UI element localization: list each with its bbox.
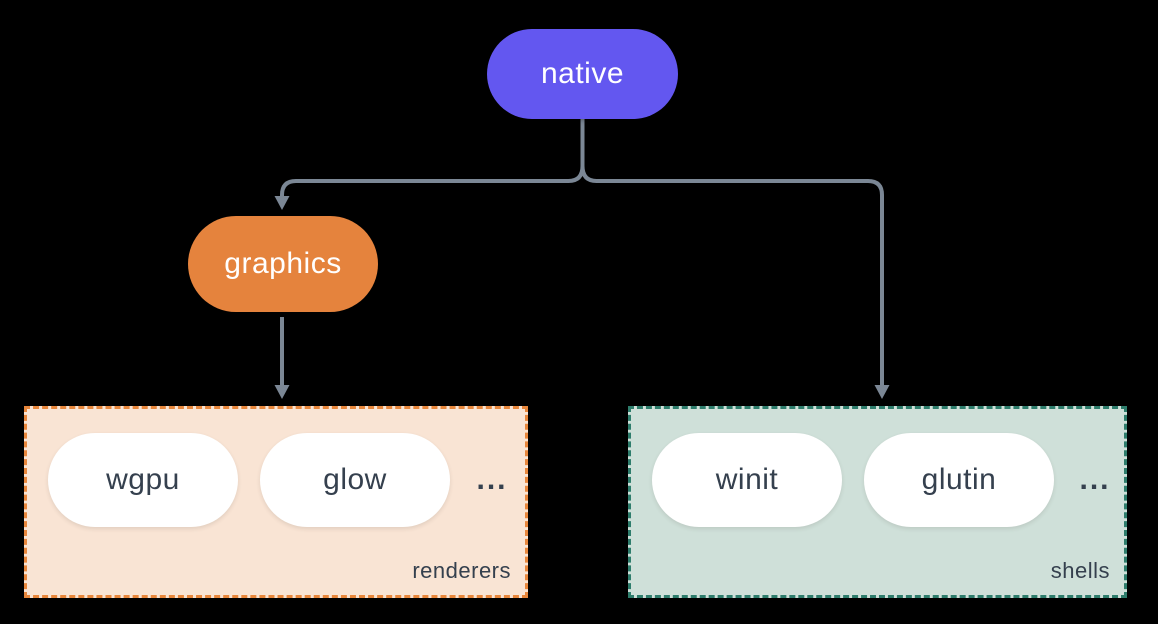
pill-winit-label: winit (715, 463, 779, 496)
edge-native-to-graphics (280, 119, 585, 197)
pill-wgpu: wgpu (48, 433, 238, 527)
node-graphics-label: graphics (224, 247, 342, 280)
pill-glow: glow (260, 433, 450, 527)
arrowhead-renderers (274, 385, 290, 399)
pill-wgpu-label: wgpu (106, 463, 180, 496)
pill-winit: winit (652, 433, 842, 527)
pill-glow-label: glow (323, 463, 387, 496)
node-native: native (487, 29, 678, 119)
group-shells-label: shells (1050, 558, 1110, 583)
renderers-ellipsis: ... (476, 463, 508, 496)
group-renderers-label: renderers (412, 558, 511, 583)
node-native-label: native (540, 57, 625, 90)
arrowhead-graphics (274, 196, 290, 210)
node-graphics: graphics (188, 216, 378, 312)
pill-glutin: glutin (864, 433, 1054, 527)
pill-glutin-label: glutin (921, 463, 997, 496)
shells-ellipsis: ... (1079, 463, 1111, 496)
group-shells: winit glutin ... shells (628, 406, 1127, 598)
edge-native-to-shells (580, 119, 884, 386)
group-renderers: wgpu glow ... renderers (24, 406, 528, 598)
arrowhead-shells (874, 385, 890, 399)
